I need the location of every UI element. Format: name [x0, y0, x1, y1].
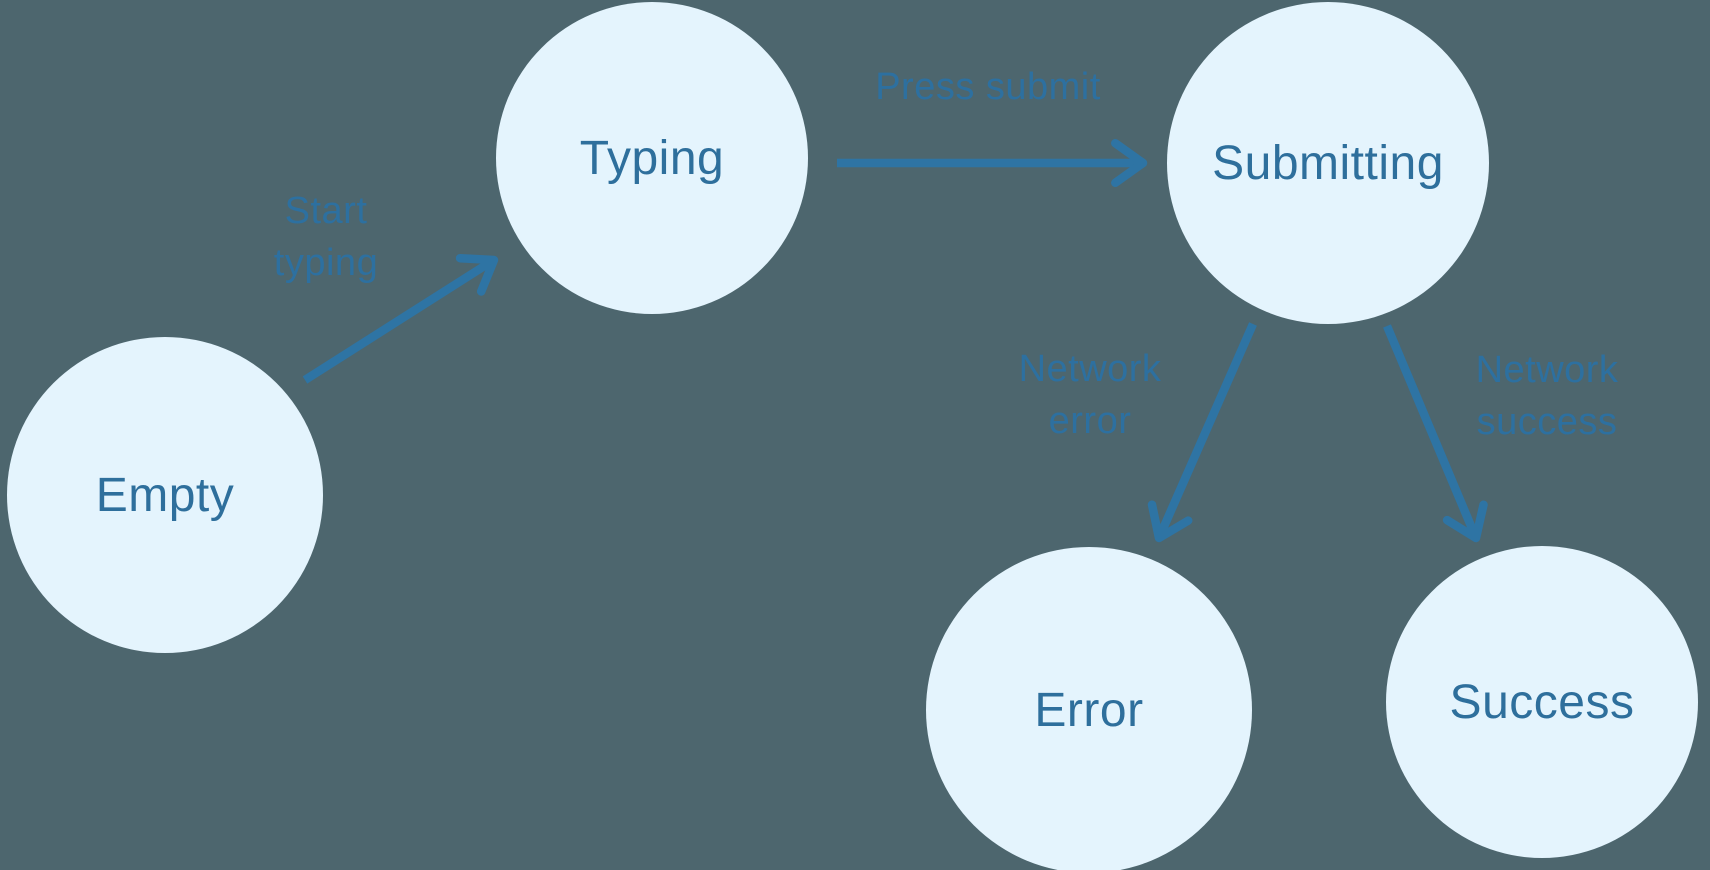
- transition-arrow-network-error: [1147, 322, 1257, 543]
- state-node-label-success: Success: [1449, 675, 1635, 729]
- transition-label-press-submit: Press submit: [875, 61, 1101, 113]
- transition-label-line: success: [1476, 401, 1618, 443]
- arrowhead-icon: [455, 253, 499, 296]
- arrowhead-icon: [1147, 500, 1193, 543]
- state-node-label-submitting: Submitting: [1212, 136, 1444, 190]
- transition-arrow-press-submit: [837, 138, 1148, 188]
- transition-arrow-start-typing: [302, 253, 499, 384]
- arrowhead-icon: [1111, 138, 1148, 188]
- transition-label-start-typing: Start typing: [274, 185, 378, 289]
- transition-label-line: error: [1048, 400, 1132, 442]
- state-node-success: Success: [1386, 546, 1698, 858]
- transition-label-line: Start: [284, 190, 368, 232]
- state-node-submitting: Submitting: [1167, 2, 1489, 324]
- transition-arrow-network-success: [1383, 324, 1488, 543]
- transition-label-line: Network: [1475, 349, 1619, 391]
- state-node-error: Error: [926, 547, 1252, 870]
- transition-label-network-success: Network success: [1476, 344, 1619, 448]
- transition-label-line: Press submit: [875, 66, 1101, 108]
- state-node-empty: Empty: [7, 337, 323, 653]
- state-node-label-typing: Typing: [579, 131, 725, 185]
- state-node-label-error: Error: [1034, 683, 1144, 737]
- state-node-typing: Typing: [496, 2, 808, 314]
- transition-label-line: Network: [1018, 348, 1162, 390]
- transition-label-line: typing: [273, 242, 379, 284]
- transition-label-network-error: Network error: [1019, 343, 1162, 447]
- arrowhead-icon: [1442, 500, 1488, 543]
- state-node-label-empty: Empty: [95, 468, 235, 522]
